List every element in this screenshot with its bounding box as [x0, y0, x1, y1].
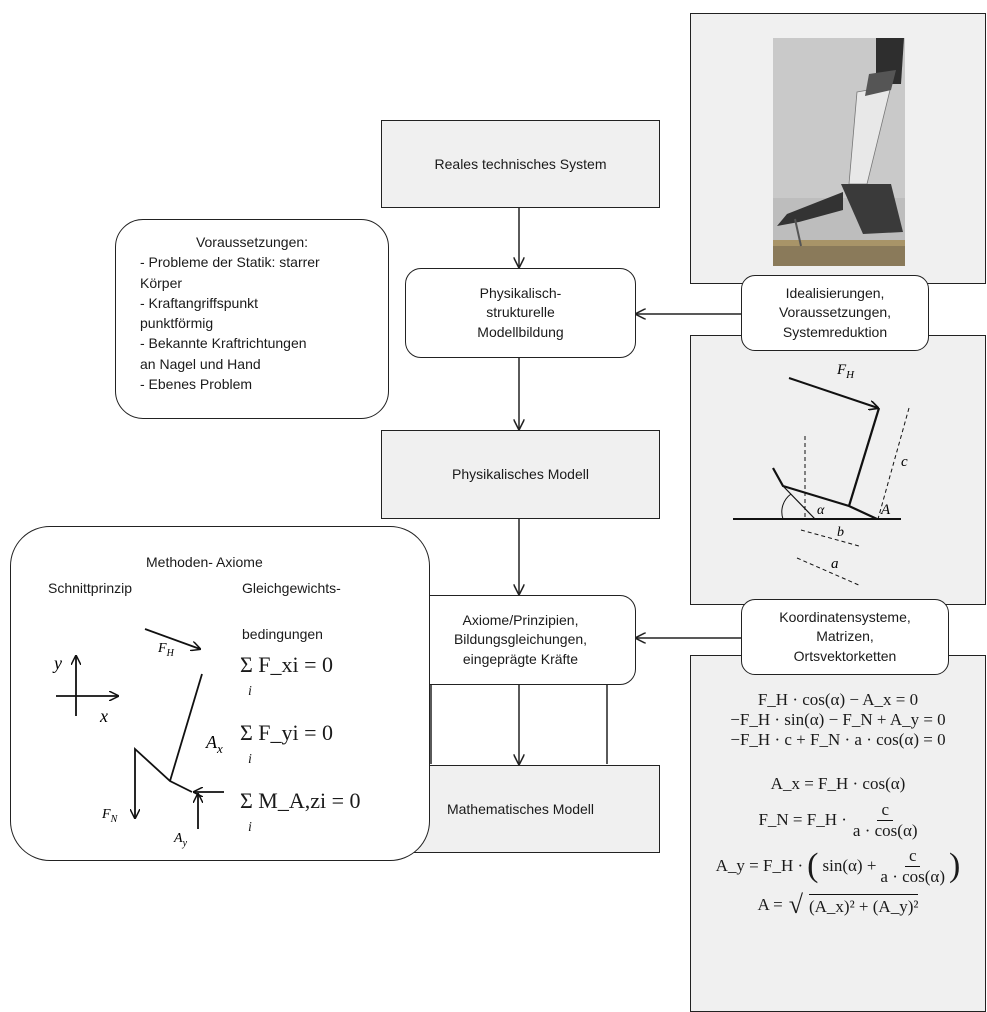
real-system-box: Reales technisches System	[381, 120, 660, 208]
equations-panel	[690, 655, 986, 1012]
methods-title: Methoden- Axiome	[146, 554, 263, 570]
axis-x-label: x	[99, 706, 108, 726]
sum-ma: Σ M_A,zi = 0	[240, 788, 361, 813]
equilibrium-eq-1: F_H · cos(α) − A_x = 0	[757, 690, 919, 709]
result-ax: A_x = F_H · cos(α)	[770, 774, 906, 793]
fbd-label-ay: Ay	[173, 831, 188, 849]
hammer-photo	[773, 38, 905, 266]
equilibrium-eq-2: −F_H · sin(α) − F_N + A_y = 0	[730, 710, 946, 729]
result-ay: A_y = F_H · ( sin(α) + c a · cos(α) )	[715, 846, 961, 886]
methods-box	[10, 526, 430, 861]
free-body-diagram: y x FH FN Ay Ax	[52, 628, 224, 849]
equilibrium-label-2: bedingungen	[242, 626, 323, 642]
sketch-label-c: c	[901, 454, 908, 470]
fbd-label-fn: FN	[101, 807, 119, 825]
equilibrium-eq-3: −F_H · c + F_N · a · cos(α) = 0	[730, 730, 946, 749]
result-a: A = √ (A_x)² + (A_y)²	[757, 890, 919, 920]
fbd-label-ax: Ax	[205, 732, 223, 756]
sum-index-3: i	[248, 820, 252, 835]
sketch-label-a-point: A	[880, 502, 891, 518]
prerequisites-box: Voraussetzungen: - Probleme der Statik: …	[115, 219, 389, 419]
sum-fy: Σ F_yi = 0	[240, 720, 334, 745]
photo-panel	[690, 13, 986, 284]
sketch-label-a-dist: a	[831, 556, 839, 572]
physical-model-box: Physikalisches Modell	[381, 430, 660, 519]
sketch-label-b: b	[837, 525, 844, 540]
equations-content: F_H · cos(α) − A_x = 0 −F_H · sin(α) − F…	[690, 690, 986, 920]
model-building-box: Physikalisch- strukturelle Modellbildung	[405, 268, 636, 358]
sum-index-2: i	[248, 752, 252, 767]
cut-principle-label: Schnittprinzip	[48, 580, 133, 596]
prerequisites-title: Voraussetzungen:	[195, 234, 309, 250]
idealization-box: Idealisierungen, Voraussetzungen, System…	[741, 275, 929, 351]
model-sketch-panel: FH c α A b a	[690, 335, 986, 605]
coordinates-box: Koordinatensysteme, Matrizen, Ortsvektor…	[741, 599, 949, 675]
sum-index-1: i	[248, 684, 252, 699]
result-fn: F_N = F_H · c a · cos(α)	[758, 800, 918, 840]
physical-model-sketch: FH c α A b a	[733, 362, 910, 587]
axioms-box: Axiome/Prinzipien, Bildungsgleichungen, …	[405, 595, 636, 685]
fbd-label-fh: FH	[157, 641, 175, 659]
equilibrium-label-1: Gleichgewichts-	[242, 580, 341, 596]
sum-fx: Σ F_xi = 0	[240, 652, 334, 677]
axis-y-label: y	[52, 653, 62, 673]
sketch-label-alpha: α	[817, 503, 825, 518]
sketch-label-fh: FH	[836, 362, 855, 381]
